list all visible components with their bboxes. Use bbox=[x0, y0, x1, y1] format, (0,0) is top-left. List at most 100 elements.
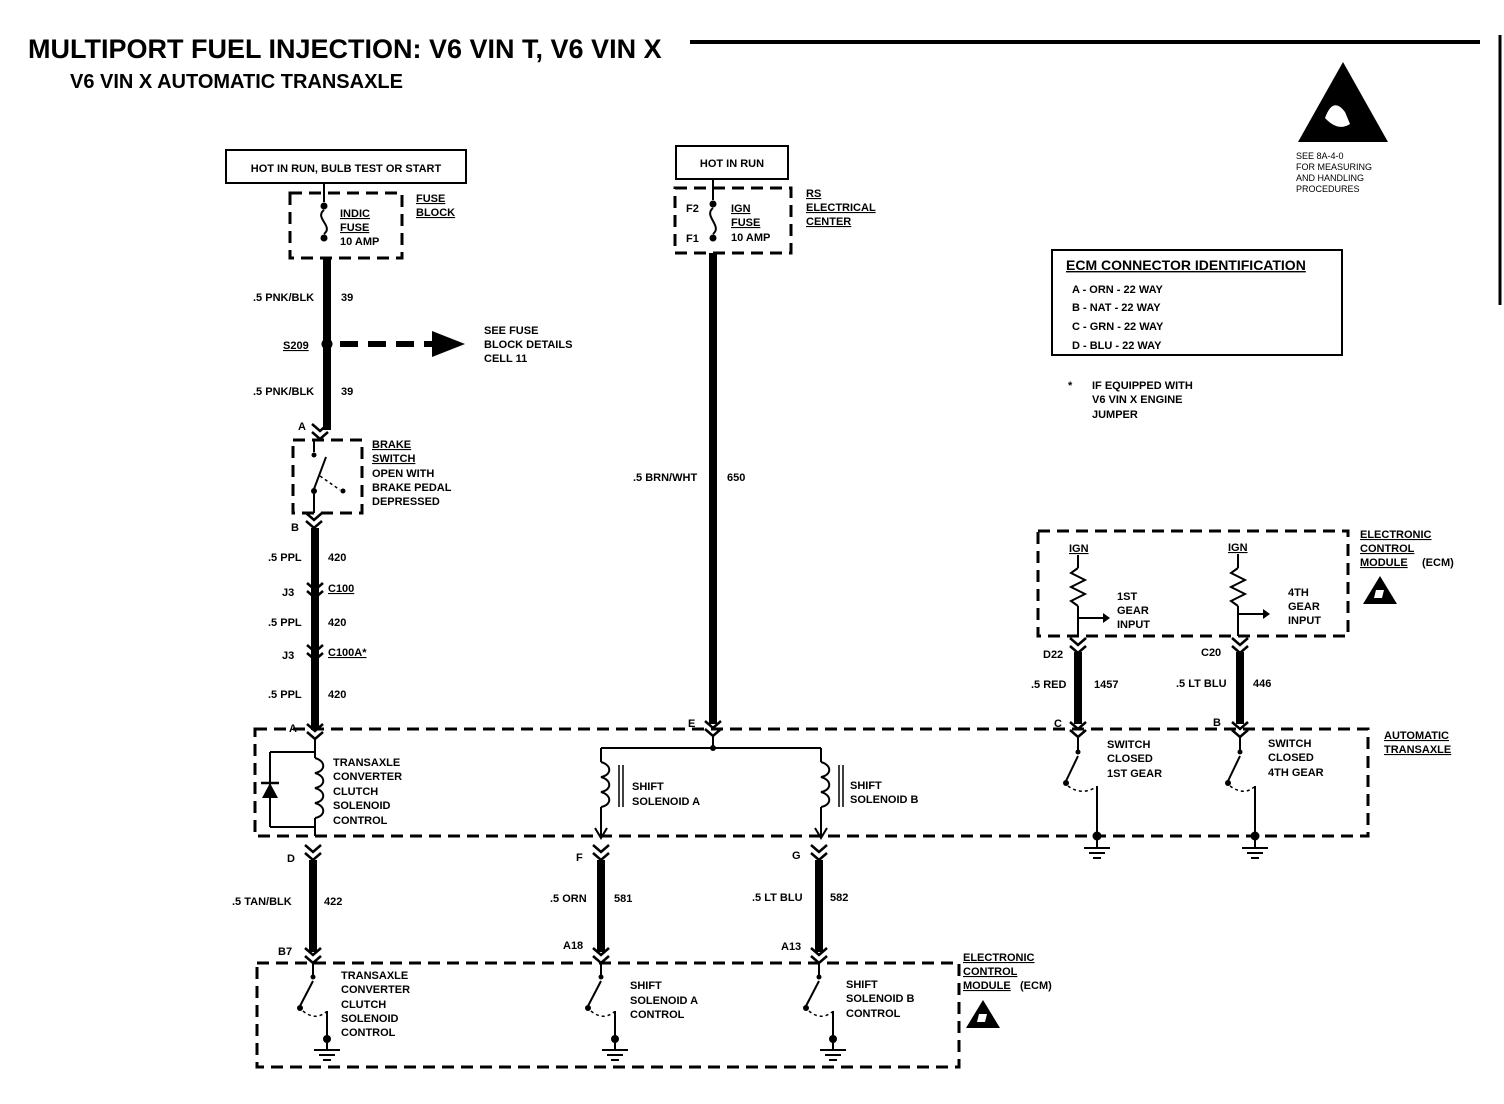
switch-4th-gear-icon bbox=[1225, 737, 1260, 841]
top-ecm-pin-c20: C20 bbox=[1201, 647, 1221, 659]
splice-note-3: CELL 11 bbox=[484, 353, 527, 365]
wire-pnk-blk-color-2: .5 PNK/BLK bbox=[253, 386, 314, 398]
ground-icon bbox=[1083, 839, 1111, 859]
brake-switch-label-5: DEPRESSED bbox=[372, 496, 440, 508]
switch-1st-label-2: CLOSED bbox=[1107, 753, 1153, 765]
gear-input-1-line-3: INPUT bbox=[1117, 619, 1150, 631]
transaxle-pin-e: E bbox=[688, 718, 695, 730]
footnote-line-2: V6 VIN X ENGINE bbox=[1092, 394, 1182, 406]
diagram-subtitle: V6 VIN X AUTOMATIC TRANSAXLE bbox=[70, 71, 403, 93]
splice-note-1: SEE FUSE bbox=[484, 325, 538, 337]
shift-solenoid-b-icon bbox=[814, 748, 844, 840]
wire-lt-blu-582-color: .5 LT BLU bbox=[752, 892, 803, 904]
c100a-pin: J3 bbox=[282, 650, 294, 662]
switch-4th-label-3: 4TH GEAR bbox=[1268, 767, 1324, 779]
tcc-label-4: SOLENOID bbox=[333, 800, 391, 812]
indic-fuse-label-2: FUSE bbox=[340, 222, 369, 234]
wire-ppl-circuit-2: 420 bbox=[328, 617, 346, 629]
ecm-shift-b-label-1: SHIFT bbox=[846, 979, 878, 991]
ign-fuse-rating: 10 AMP bbox=[731, 232, 770, 244]
ground-icon bbox=[1241, 839, 1269, 859]
transaxle-pin-c: C bbox=[1054, 718, 1062, 730]
transaxle-box bbox=[253, 727, 1370, 838]
brake-pin-a: A bbox=[298, 421, 306, 433]
top-ecm-label-1: ELECTRONIC bbox=[1360, 529, 1432, 541]
ign-fuse-label-2: FUSE bbox=[731, 217, 760, 229]
bottom-ecm-box bbox=[255, 961, 961, 1069]
wire-red-color: .5 RED bbox=[1031, 679, 1067, 691]
wire-tan-blk-color: .5 TAN/BLK bbox=[232, 896, 292, 908]
ecm-connector-id-item: A - ORN - 22 WAY bbox=[1072, 284, 1164, 296]
transaxle-pin-g: G bbox=[792, 850, 801, 862]
gear-input-2-arrowhead-icon bbox=[1263, 609, 1270, 619]
resistor-icon bbox=[1228, 554, 1248, 636]
fuse-block-label-1: FUSE bbox=[416, 193, 445, 205]
tcc-label-5: CONTROL bbox=[333, 815, 388, 827]
shift-solenoid-bus bbox=[601, 736, 821, 751]
rs-pin-f2: F2 bbox=[686, 203, 699, 215]
gear-input-2-line-2: GEAR bbox=[1288, 601, 1320, 613]
rs-pin-f1: F1 bbox=[686, 233, 699, 245]
ecm-connector-id-item: B - NAT - 22 WAY bbox=[1072, 302, 1161, 314]
brake-switch-icon bbox=[311, 440, 346, 513]
svg-text:FOR MEASURING: FOR MEASURING bbox=[1296, 162, 1372, 172]
ecm-tcc-label-4: SOLENOID bbox=[341, 1013, 399, 1025]
shift-a-control-switch-icon bbox=[585, 963, 619, 1043]
svg-text:PROCEDURES: PROCEDURES bbox=[1296, 184, 1360, 194]
splice-s209-label: S209 bbox=[283, 340, 309, 352]
top-ecm-label-suffix: (ECM) bbox=[1422, 557, 1454, 569]
svg-text:AND HANDLING: AND HANDLING bbox=[1296, 173, 1364, 183]
shift-solenoid-b-label-2: SOLENOID B bbox=[850, 794, 919, 806]
footnote-line-3: JUMPER bbox=[1092, 409, 1138, 421]
transaxle-label-2: TRANSAXLE bbox=[1384, 744, 1451, 756]
tcc-label-3: CLUTCH bbox=[333, 786, 378, 798]
wire-pnk-blk-circuit-1: 39 bbox=[341, 292, 353, 304]
gear-input-1-line-2: GEAR bbox=[1117, 605, 1149, 617]
ecm-tcc-label-5: CONTROL bbox=[341, 1027, 396, 1039]
power-source-left-label: HOT IN RUN, BULB TEST OR START bbox=[251, 163, 442, 175]
ecm-connector-id-item: D - BLU - 22 WAY bbox=[1072, 340, 1162, 352]
fuse-block-box bbox=[288, 191, 404, 260]
shift-b-control-switch-icon bbox=[803, 963, 837, 1043]
bottom-ecm-pin-b7: B7 bbox=[278, 946, 292, 958]
ground-icon bbox=[313, 1041, 341, 1061]
top-ecm-ign-2: IGN bbox=[1228, 542, 1248, 554]
brake-switch-label-4: BRAKE PEDAL bbox=[372, 482, 452, 494]
brake-switch-label-2: SWITCH bbox=[372, 453, 415, 465]
ecm-shift-a-label-2: SOLENOID A bbox=[630, 995, 698, 1007]
top-ecm-box bbox=[1036, 529, 1350, 638]
top-ecm-ign-1: IGN bbox=[1069, 543, 1089, 555]
wire-pnk-blk-circuit-2: 39 bbox=[341, 386, 353, 398]
wire-orn-circuit: 581 bbox=[614, 893, 632, 905]
wire-pnk-blk-color-1: .5 PNK/BLK bbox=[253, 292, 314, 304]
top-ecm-pin-d22: D22 bbox=[1043, 649, 1063, 661]
c100-label: C100 bbox=[328, 583, 354, 595]
ecm-shift-a-label-1: SHIFT bbox=[630, 980, 662, 992]
transaxle-pin-d: D bbox=[287, 853, 295, 865]
c100a-label: C100A* bbox=[328, 647, 367, 659]
transaxle-pin-a: A bbox=[289, 723, 297, 735]
rs-center-label-2: ELECTRICAL bbox=[806, 202, 876, 214]
wire-tan-blk-circuit: 422 bbox=[324, 896, 342, 908]
ground-icon bbox=[819, 1041, 847, 1061]
bottom-ecm-label-suffix: (ECM) bbox=[1020, 980, 1052, 992]
wire-lt-blu-582-circuit: 582 bbox=[830, 892, 848, 904]
switch-1st-label-3: 1ST GEAR bbox=[1107, 768, 1162, 780]
indic-fuse-label-1: INDIC bbox=[340, 208, 370, 220]
transaxle-pin-f: F bbox=[576, 852, 583, 864]
brake-switch-label-3: OPEN WITH bbox=[372, 468, 434, 480]
esd-note: SEE 8A-4-0 FOR MEASURING AND HANDLING PR… bbox=[1296, 151, 1372, 194]
ecm-tcc-label-3: CLUTCH bbox=[341, 999, 386, 1011]
shift-solenoid-a-label-2: SOLENOID A bbox=[632, 796, 700, 808]
wire-brn-wht-color: .5 BRN/WHT bbox=[633, 472, 697, 484]
ecm-shift-a-label-3: CONTROL bbox=[630, 1009, 685, 1021]
ign-fuse-icon bbox=[709, 179, 717, 242]
transaxle-g-connector-icon bbox=[809, 843, 829, 862]
ecm-connector-id-box bbox=[1051, 249, 1343, 356]
shift-solenoid-a-label-1: SHIFT bbox=[632, 781, 664, 793]
wire-lt-blu-446-color: .5 LT BLU bbox=[1176, 678, 1227, 690]
wire-red-circuit: 1457 bbox=[1094, 679, 1118, 691]
brake-connector-a-icon bbox=[310, 422, 330, 441]
rs-center-label-3: CENTER bbox=[806, 216, 851, 228]
